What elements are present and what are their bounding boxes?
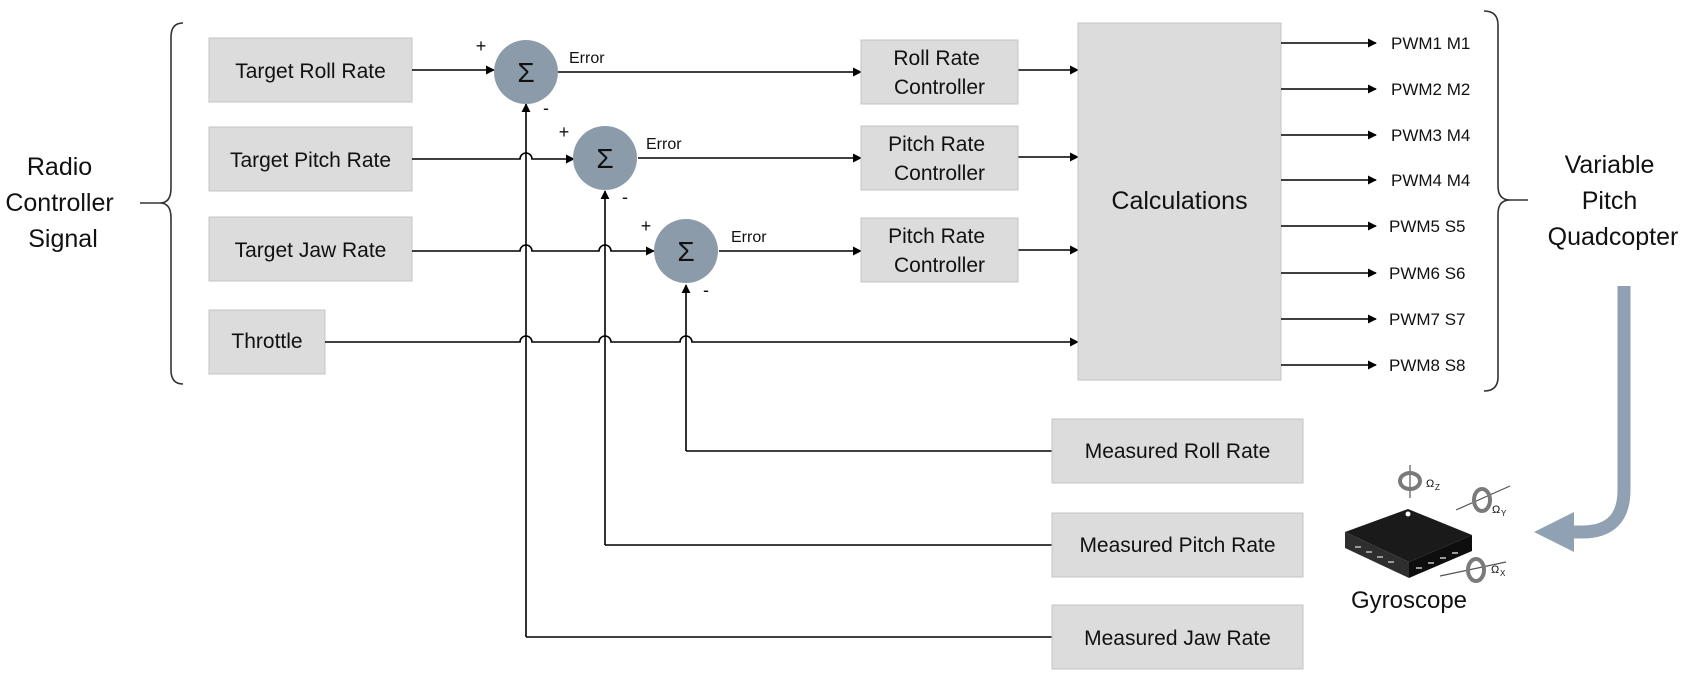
svg-text:Target Pitch Rate: Target Pitch Rate (230, 149, 391, 172)
sum-pitch-minus-sign: - (622, 187, 628, 207)
sum-pitch-error-label: Error (646, 136, 682, 153)
svg-text:Target Jaw Rate: Target Jaw Rate (235, 239, 387, 262)
sum-jaw-plus-sign: + (641, 216, 652, 236)
sum-junction-jaw: Σ + - Error (641, 216, 767, 300)
gyroscope-label: Gyroscope (1351, 587, 1467, 614)
left-group-label: Radio Controller Signal (5, 153, 120, 253)
left-group-brace (159, 22, 184, 385)
right-group-brace (1483, 10, 1511, 392)
svg-text:Ω: Ω (1492, 504, 1500, 516)
svg-text:Measured Jaw Rate: Measured Jaw Rate (1084, 627, 1271, 650)
line-throttle (325, 335, 1079, 347)
sum-jaw-error-label: Error (731, 229, 767, 246)
svg-text:Roll Rate Controller: Roll Rate Controller (893, 47, 985, 99)
svg-text:X: X (1500, 569, 1506, 578)
pwm-label-3: PWM3 M4 (1391, 126, 1470, 145)
svg-text:Target Roll Rate: Target Roll Rate (235, 60, 386, 83)
svg-text:Ω: Ω (1491, 564, 1499, 576)
sum-pitch-plus-sign: + (559, 122, 570, 142)
sum-jaw-minus-sign: - (703, 280, 709, 300)
svg-text:Pitch Rate Controller: Pitch Rate Controller (888, 133, 991, 185)
pwm-label-4: PWM4 M4 (1391, 171, 1470, 190)
rotation-y-icon: Ω Y (1455, 485, 1511, 518)
quadcopter-to-gyroscope-arrow (1534, 286, 1631, 552)
svg-text:Σ: Σ (517, 57, 534, 88)
sum-junction-roll: Σ + - Error (476, 36, 605, 118)
svg-text:Pitch Rate Controller: Pitch Rate Controller (888, 225, 991, 277)
svg-text:Ω: Ω (1426, 478, 1434, 490)
line-jaw-input (412, 244, 655, 256)
svg-text:Calculations: Calculations (1111, 187, 1247, 215)
pwm-label-8: PWM8 S8 (1389, 356, 1466, 375)
pwm-label-1: PWM1 M1 (1391, 34, 1470, 53)
gyroscope-chip-icon (1345, 509, 1472, 578)
measured-roll-rate: Measured Roll Rate (1051, 418, 1304, 484)
sum-roll-plus-sign: + (476, 36, 487, 56)
svg-text:Z: Z (1435, 483, 1440, 492)
controller-roll-rate: Roll Rate Controller (860, 39, 1019, 105)
pwm-label-5: PWM5 S5 (1389, 217, 1466, 236)
controller-pitch-rate: Pitch Rate Controller (860, 125, 1019, 191)
sum-junction-pitch: Σ + - Error (559, 122, 682, 207)
gyroscope: Ω Z Ω Y Ω X Gyroscope (1345, 465, 1511, 614)
calculations-block: Calculations (1077, 22, 1282, 381)
input-target-jaw-rate: Target Jaw Rate (208, 216, 413, 282)
rotation-z-icon: Ω Z (1398, 465, 1440, 498)
rotation-x-icon: Ω X (1439, 557, 1507, 583)
svg-text:Throttle: Throttle (231, 330, 302, 353)
input-throttle: Throttle (208, 309, 326, 375)
pwm-label-7: PWM7 S7 (1389, 310, 1466, 329)
svg-text:Measured Roll Rate: Measured Roll Rate (1085, 440, 1271, 463)
pwm-label-2: PWM2 M2 (1391, 80, 1470, 99)
svg-text:Y: Y (1501, 509, 1507, 518)
pwm-outputs: PWM1 M1 PWM2 M2 PWM3 M4 PWM4 M4 PWM5 S5 … (1281, 34, 1470, 375)
sum-roll-error-label: Error (569, 50, 605, 67)
right-group-label: Variable Pitch Quadcopter (1548, 151, 1679, 251)
svg-text:Σ: Σ (596, 143, 613, 174)
pwm-label-6: PWM6 S6 (1389, 264, 1466, 283)
sum-roll-minus-sign: - (543, 98, 549, 118)
controller-pitch-rate-2: Pitch Rate Controller (860, 217, 1019, 283)
input-target-pitch-rate: Target Pitch Rate (208, 126, 413, 192)
svg-text:Σ: Σ (677, 236, 694, 267)
line-pitch-input (412, 152, 575, 164)
svg-text:Measured Pitch Rate: Measured Pitch Rate (1079, 534, 1275, 557)
measured-jaw-rate: Measured Jaw Rate (1051, 604, 1304, 670)
input-target-roll-rate: Target Roll Rate (208, 37, 413, 103)
measured-pitch-rate: Measured Pitch Rate (1051, 512, 1304, 578)
